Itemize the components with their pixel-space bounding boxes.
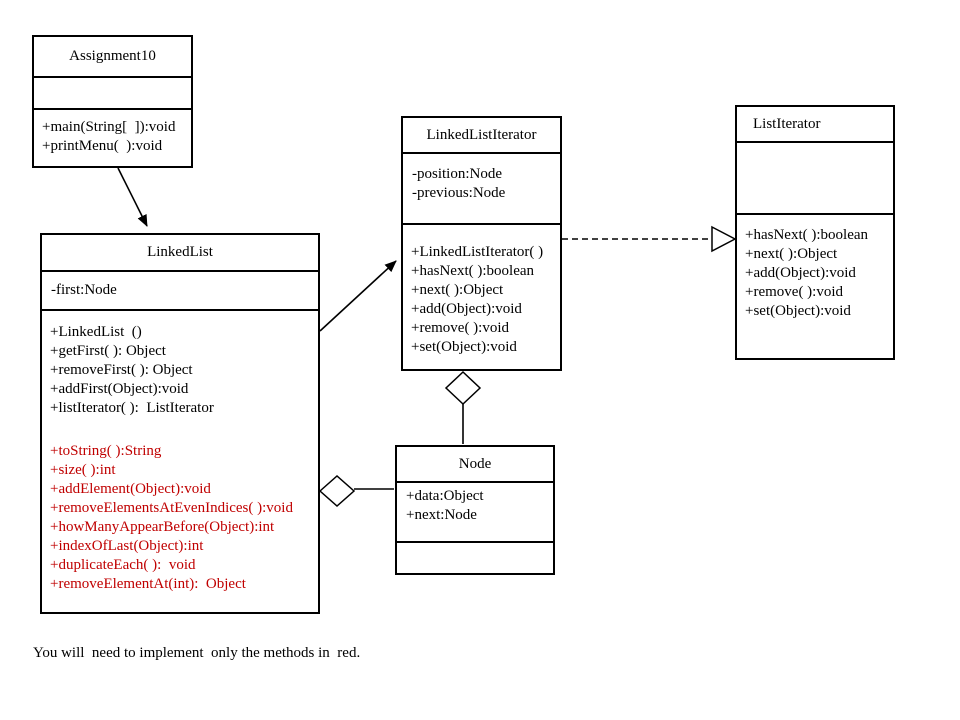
methods-listiterator: +hasNext( ):boolean +next( ):Object +add…	[737, 215, 893, 358]
class-title-linkedlistiterator: LinkedListIterator	[403, 118, 560, 154]
class-title-text: LinkedList	[147, 244, 213, 260]
class-box-node: Node +data:Object +next:Node	[395, 445, 555, 575]
methods-linkedlist: +LinkedList () +getFirst( ): Object +rem…	[42, 311, 318, 612]
methods-linkedlistiterator: +LinkedListIterator( ) +hasNext( ):boole…	[403, 225, 560, 369]
methods-assignment10: +main(String[ ]):void +printMenu( ):void	[34, 110, 191, 166]
class-title-assignment10: Assignment10	[34, 37, 191, 78]
class-title-text: Node	[458, 455, 492, 472]
method-line: +listIterator( ): ListIterator	[50, 400, 214, 416]
class-title-text: LinkedListIterator	[426, 126, 537, 143]
class-box-listiterator: ListIterator +hasNext( ):boolean +next( …	[735, 105, 895, 360]
attribute-line: -first:Node	[51, 282, 117, 298]
method-line: +main(String[ ]):void	[42, 119, 176, 135]
attributes-assignment10	[34, 78, 191, 110]
method-line: +next( ):Object	[411, 282, 504, 298]
method-line: +LinkedList ()	[50, 324, 142, 340]
attribute-line: -position:Node	[412, 166, 502, 182]
red-method-line: +toString( ):String	[50, 443, 162, 459]
class-title-listiterator: ListIterator	[737, 107, 893, 143]
attributes-node: +data:Object +next:Node	[397, 483, 553, 543]
attributes-linkedlistiterator: -position:Node -previous:Node	[403, 154, 560, 225]
attribute-line: +next:Node	[406, 507, 477, 523]
red-method-line: +removeElementAt(int): Object	[50, 576, 246, 592]
arrow-assignment10-to-linkedlist	[117, 167, 148, 227]
method-line: +removeFirst( ): Object	[50, 362, 193, 378]
aggregation-diamond-linkedlist-node	[318, 474, 356, 508]
methods-node	[397, 543, 553, 573]
red-method-line: +duplicateEach( ): void	[50, 557, 196, 573]
method-line: +hasNext( ):boolean	[411, 263, 535, 279]
red-method-line: +size( ):int	[50, 462, 116, 478]
class-box-linkedlist: LinkedList -first:Node +LinkedList () +g…	[40, 233, 320, 614]
method-line: +printMenu( ):void	[42, 138, 163, 154]
method-line: +set(Object):void	[745, 303, 851, 319]
red-method-line: +addElement(Object):void	[50, 481, 211, 497]
attribute-line: +data:Object	[406, 488, 484, 504]
method-line: +remove( ):void	[411, 320, 510, 336]
red-method-line: +removeElementsAtEvenIndices( ):void	[50, 500, 293, 516]
class-box-linkedlistiterator: LinkedListIterator -position:Node -previ…	[401, 116, 562, 371]
red-method-line: +howManyAppearBefore(Object):int	[50, 519, 275, 535]
class-title-text: ListIterator	[753, 115, 821, 132]
class-box-assignment10: Assignment10 +main(String[ ]):void +prin…	[32, 35, 193, 168]
method-line: +next( ):Object	[745, 246, 838, 262]
red-method-line: +indexOfLast(Object):int	[50, 538, 204, 554]
realization-hollow-triangle	[711, 225, 737, 253]
attributes-listiterator	[737, 143, 893, 215]
method-line: +add(Object):void	[411, 301, 522, 317]
attribute-line: -previous:Node	[412, 185, 506, 201]
class-title-text: Assignment10	[69, 48, 156, 64]
method-line: +add(Object):void	[745, 265, 856, 281]
class-title-node: Node	[397, 447, 553, 483]
methods-gap	[50, 418, 314, 442]
method-line: +hasNext( ):boolean	[745, 227, 869, 243]
method-line: +getFirst( ): Object	[50, 343, 166, 359]
method-line: +addFirst(Object):void	[50, 381, 189, 397]
implementation-note: You will need to implement only the meth…	[33, 645, 361, 661]
attributes-linkedlist: -first:Node	[42, 272, 318, 311]
class-title-linkedlist: LinkedList	[42, 235, 318, 272]
method-line: +set(Object):void	[411, 339, 517, 355]
arrow-linkedlist-to-linkedlistiterator	[319, 260, 397, 332]
aggregation-diamond-iterator-node	[444, 370, 482, 406]
method-line: +LinkedListIterator( )	[411, 244, 544, 260]
method-line: +remove( ):void	[745, 284, 844, 300]
